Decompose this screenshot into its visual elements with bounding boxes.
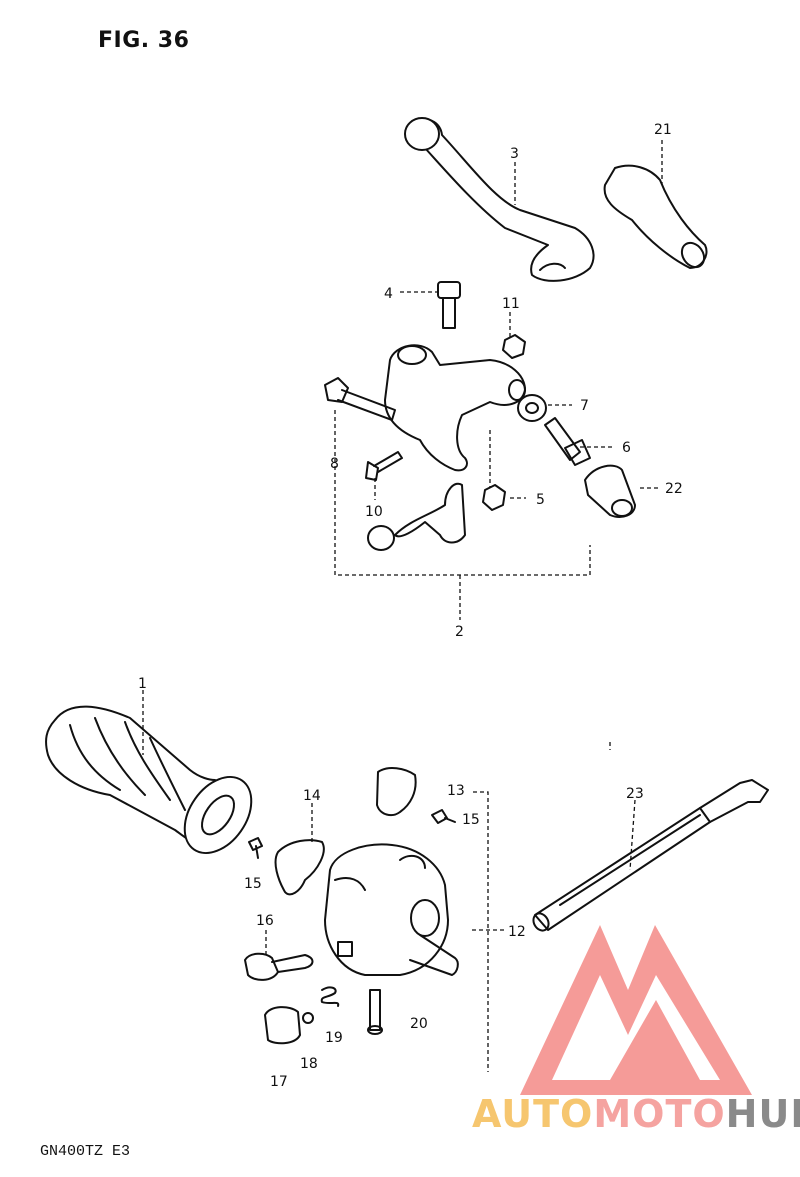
callout-12: 12 — [508, 924, 526, 940]
callout-4: 4 — [384, 286, 393, 302]
spring-part-19 — [320, 986, 340, 1007]
callout-22: 22 — [665, 481, 683, 497]
ball-part-18 — [302, 1012, 314, 1024]
watermark-auto: AUTO — [472, 1092, 594, 1136]
switch-housing-part-12 — [324, 843, 459, 976]
callout-17: 17 — [270, 1074, 288, 1090]
washer-part-7 — [517, 394, 547, 422]
pin-part-20 — [367, 989, 383, 1035]
bolt-part-4 — [437, 281, 461, 329]
switch-knob-part-14 — [274, 839, 325, 896]
switch-part-16 — [244, 952, 314, 981]
callout-8: 8 — [330, 456, 339, 472]
watermark-moto: MOTO — [593, 1092, 726, 1136]
screw-part-15a — [248, 837, 263, 859]
callout-10: 10 — [365, 504, 383, 520]
figure-title: FIG. 36 — [98, 28, 190, 53]
callout-15a: 15 — [244, 876, 262, 892]
callout-16: 16 — [256, 913, 274, 929]
lever-cover-part-21 — [603, 164, 708, 269]
watermark-text: AUTOMOTOHUB — [472, 1092, 800, 1136]
callout-20: 20 — [410, 1016, 428, 1032]
callout-6: 6 — [622, 440, 631, 456]
callout-11: 11 — [502, 296, 520, 312]
callout-7: 7 — [580, 398, 589, 414]
callout-18: 18 — [300, 1056, 318, 1072]
callout-23: 23 — [626, 786, 644, 802]
callout-15b: 15 — [462, 812, 480, 828]
callout-1: 1 — [138, 676, 147, 692]
cap-part-22 — [584, 464, 636, 518]
callout-14: 14 — [303, 788, 321, 804]
strap-part-23 — [532, 779, 769, 932]
grip-part-1 — [45, 705, 253, 854]
callout-21: 21 — [654, 122, 672, 138]
bolt-part-6 — [544, 417, 591, 466]
nut-part-5 — [482, 484, 506, 511]
bolt-part-8 — [324, 377, 396, 421]
callout-2: 2 — [455, 624, 464, 640]
cap-part-17 — [264, 1006, 301, 1045]
lever-bracket-body — [384, 344, 526, 472]
bolt-part-10 — [365, 451, 403, 481]
watermark-hub: HUB — [725, 1092, 800, 1136]
callout-19: 19 — [325, 1030, 343, 1046]
switch-knob-part-13 — [376, 767, 417, 817]
nut-part-11 — [502, 334, 526, 359]
callout-5: 5 — [536, 492, 545, 508]
model-code: GN400TZ E3 — [40, 1143, 131, 1160]
lever-part-3 — [405, 118, 595, 282]
callout-13: 13 — [447, 783, 465, 799]
watermark-logo — [520, 925, 752, 1095]
callout-3: 3 — [510, 146, 519, 162]
small-lever-part-9 — [367, 482, 466, 551]
screw-part-15b — [431, 809, 456, 824]
